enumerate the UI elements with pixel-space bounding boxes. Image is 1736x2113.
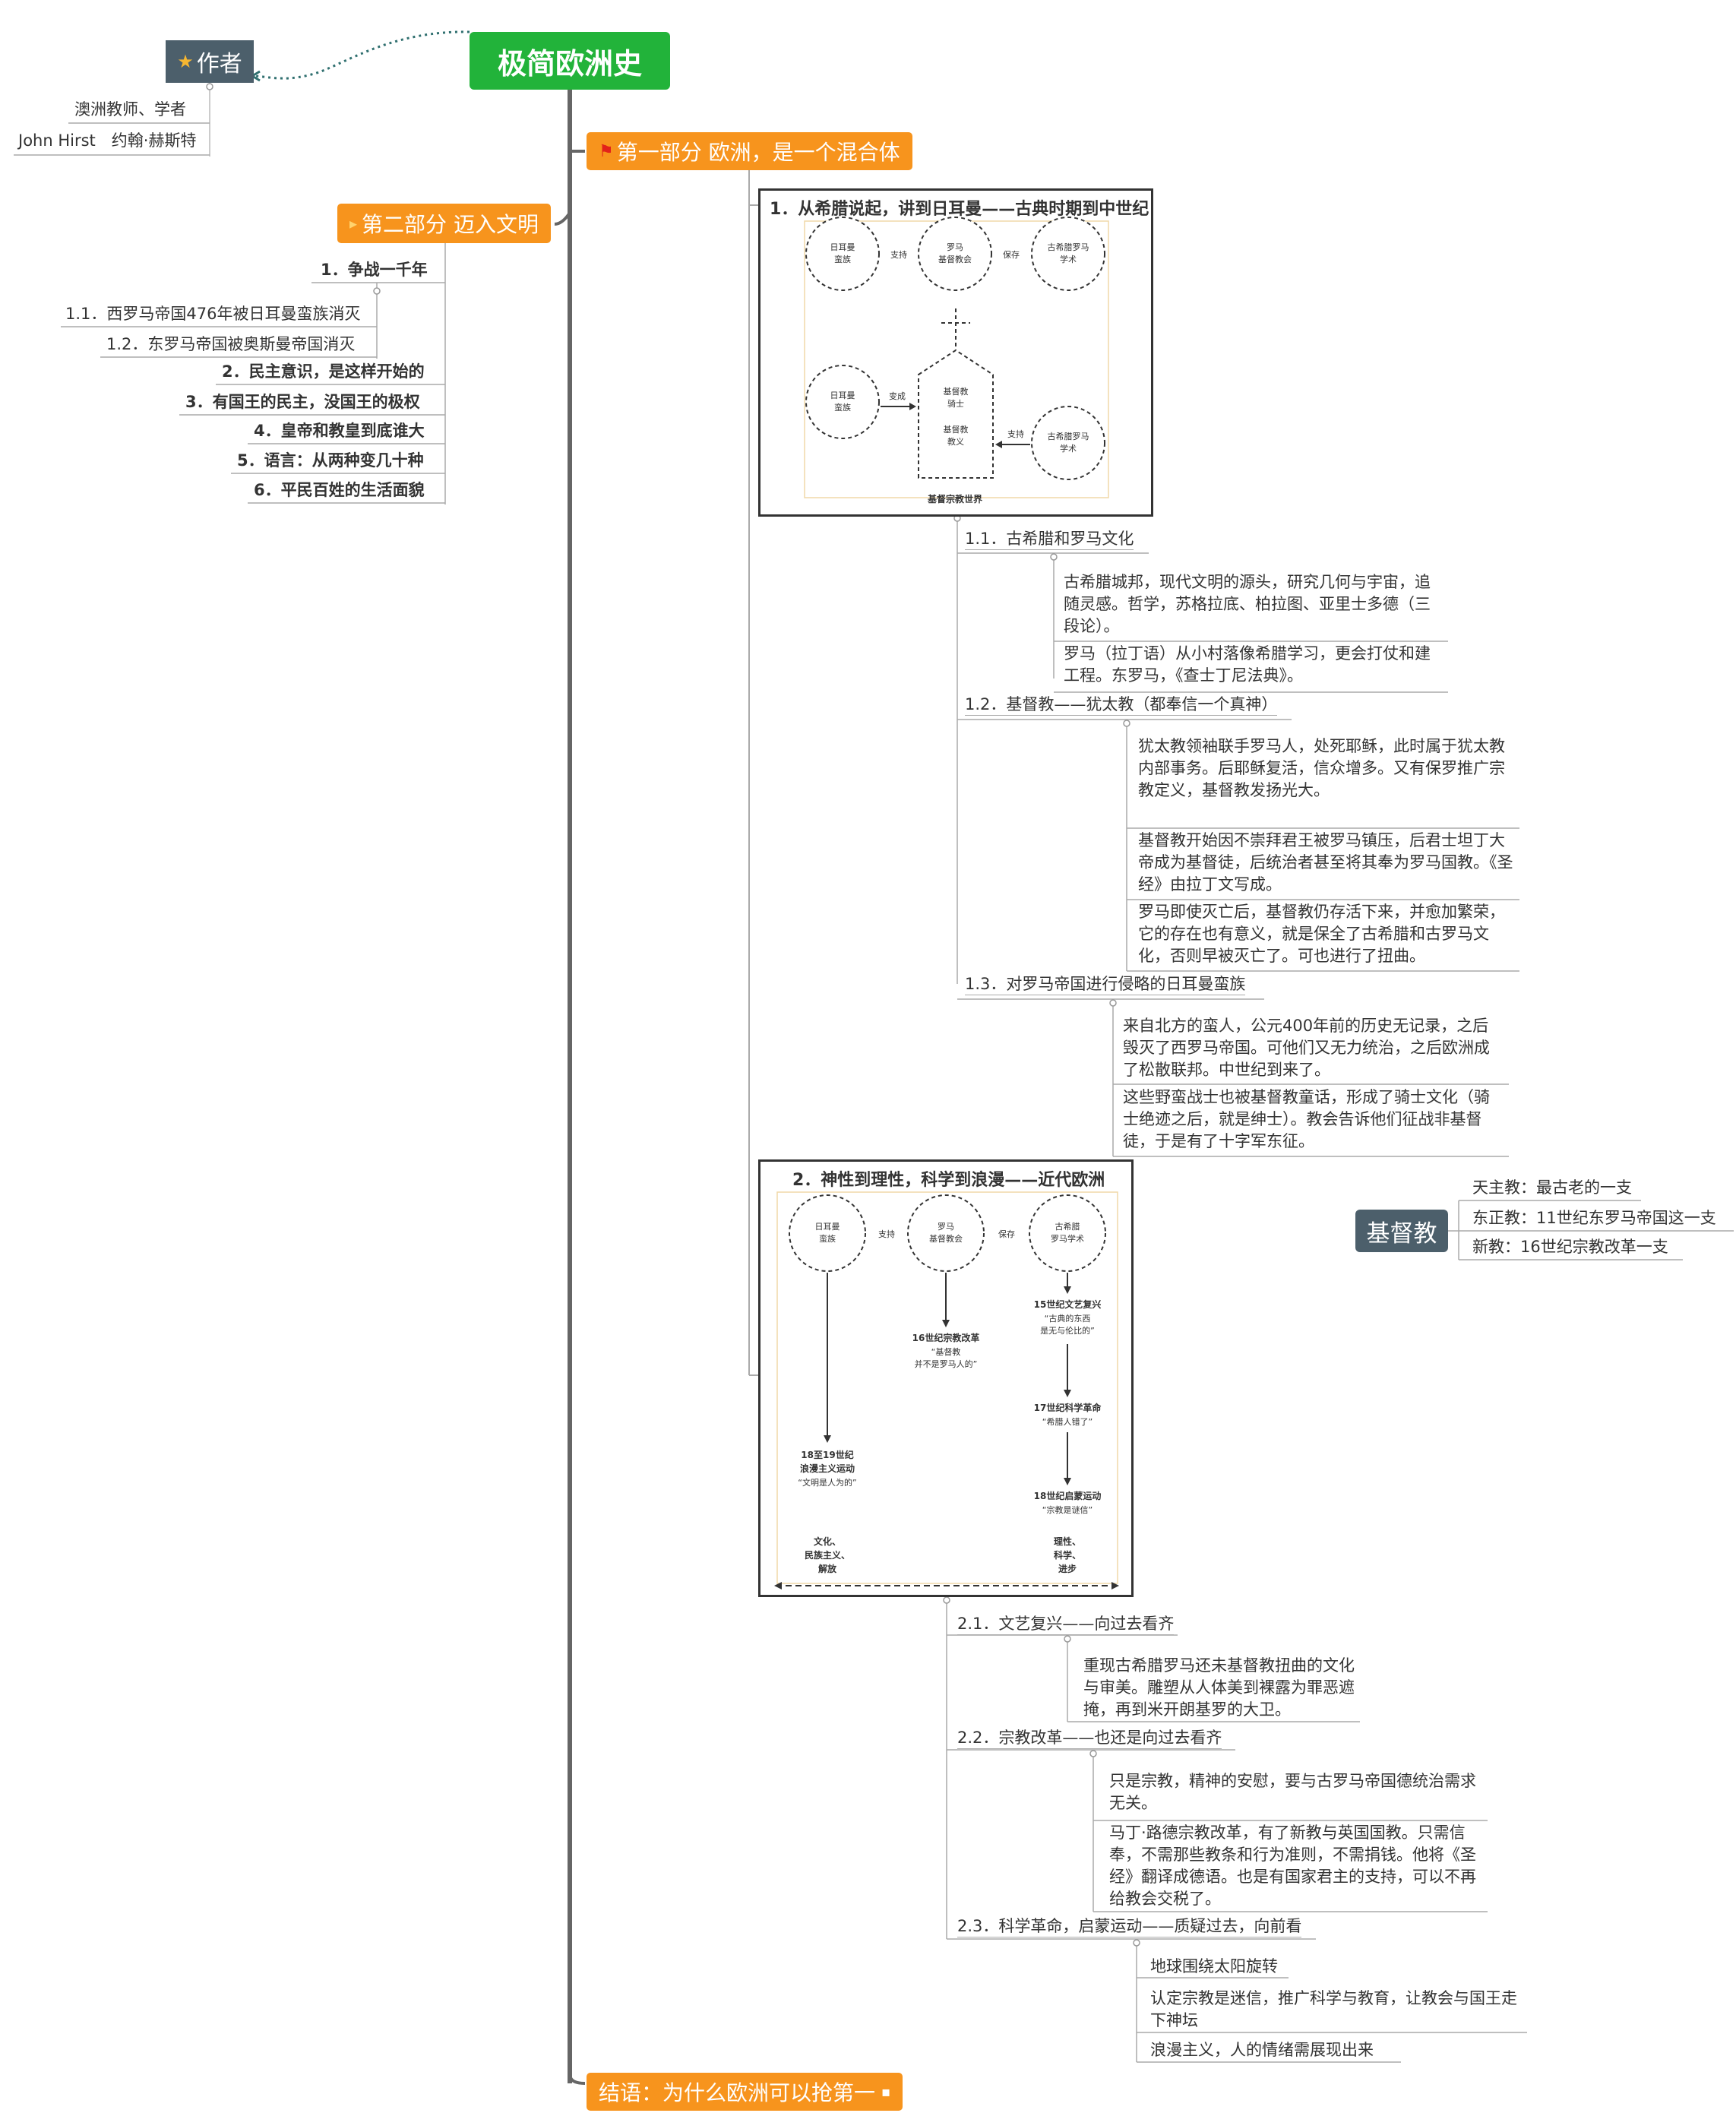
note-leaf[interactable]: 这些野蛮战士也被基督教童话，形成了骑士文化（骑士绝迹之后，就是绅士）。教会告诉他… [1123,1088,1490,1150]
note-leaf[interactable]: 犹太教领袖联手罗马人，处死耶稣，此时属于犹太教内部事务。后耶稣复活，信众增多。又… [1138,737,1505,799]
diagram-label: 解放 [818,1563,837,1574]
diagram-label: 浪漫主义运动 [800,1463,855,1474]
note-leaf[interactable]: 重现古希腊罗马还未基督教扭曲的文化与审美。雕塑从人体美到裸露为罪恶遮掩，再到米开… [1083,1656,1355,1719]
diagram-label: 16世纪宗教改革 [912,1332,980,1343]
part2-item[interactable]: 1.2．东罗马帝国被奥斯曼帝国消灭 [106,335,356,353]
diagram-label: “文明是人为的” [798,1477,856,1488]
diagram-label: 保存 [998,1229,1015,1239]
christianity-item[interactable]: 新教：16世纪宗教改革一支 [1472,1238,1668,1256]
diagram-label: 基督教会 [929,1233,963,1244]
diagram-label: 民族主义、 [805,1549,850,1561]
note-leaf[interactable]: 只是宗教，精神的安慰，要与古罗马帝国德统治需求无关。 [1109,1772,1476,1812]
diagram-label: 蛮族 [834,254,851,264]
part1-topic[interactable]: ⚑ 第一部分 欧洲，是一个混合体 [587,132,912,170]
author-label: 作者 [196,51,242,77]
flag-icon: ⚑ [599,141,614,161]
diagram-label: 理性、 [1054,1536,1081,1547]
diagram-label: 日耳曼 [815,1222,840,1232]
part2-topic[interactable]: ▸ 第二部分 迈入文明 [337,204,551,243]
root-topic[interactable]: 极简欧洲史 [470,32,670,90]
diagram-label: 学术 [1060,443,1077,454]
section1-image-box[interactable]: 1．从希腊说起，讲到日耳曼——古典时期到中世纪 日耳曼 蛮族 罗马 基督教会 古… [758,188,1153,517]
diagram-label: “宗教是谜信” [1042,1504,1093,1515]
diagram-label: 保存 [1003,249,1020,260]
note-leaf[interactable]: 基督教开始因不崇拜君王被罗马镇压，后君士坦丁大帝成为基督徒，后统治者甚至将其奉为… [1138,831,1513,894]
diagram-label: 基督教会 [938,254,972,264]
diagram-label: “古典的东西 [1045,1313,1091,1324]
subtopic-2-1[interactable]: 2.1．文艺复兴——向过去看齐 [957,1614,1175,1636]
subtopic-2-2[interactable]: 2.2．宗教改革——也还是向过去看齐 [957,1728,1222,1750]
diagram-label: 罗马学术 [1051,1233,1084,1244]
diagram-label: 支持 [890,249,907,260]
author-topic[interactable]: ★ 作者 [166,40,254,83]
diagram-label: 日耳曼 [830,242,855,252]
subtopic-1-1[interactable]: 1.1．古希腊和罗马文化 [965,529,1134,551]
section2-diagram: 日耳曼 蛮族 罗马 基督教会 古希腊 罗马学术 支持 保存 15世纪文艺复兴 “… [774,1191,1119,1589]
part2-item[interactable]: 1．争战一千年 [321,261,428,279]
diagram-caption: 基督宗教世界 [927,493,982,505]
part2-item[interactable]: 4．皇帝和教皇到底谁大 [254,422,425,440]
diagram-label: 罗马 [938,1222,954,1232]
diagram-label: 罗马 [947,242,963,252]
section1-diagram: 日耳曼 蛮族 罗马 基督教会 古希腊罗马 学术 支持 保存 基督教 骑士 基督教… [804,217,1109,505]
christianity-item[interactable]: 东正教：11世纪东罗马帝国这一支 [1472,1209,1716,1227]
note-leaf[interactable]: 古希腊城邦，现代文明的源头，研究几何与宇宙，追随灵感。哲学，苏格拉底、柏拉图、亚… [1064,573,1431,635]
diagram-label: 科学、 [1054,1549,1081,1561]
conclusion-topic[interactable]: 结语：为什么欧洲可以抢第一 ▪ [587,2073,903,2111]
part1-label: 第一部分 欧洲，是一个混合体 [616,140,900,165]
star-icon: ★ [177,51,194,72]
part2-item[interactable]: 5．语言：从两种变几十种 [237,451,424,470]
diagram-label: 古希腊 [1055,1221,1080,1232]
section1-title: 1．从希腊说起，讲到日耳曼——古典时期到中世纪 [770,200,1149,219]
subtopic-2-3[interactable]: 2.3．科学革命，启蒙运动——质疑过去，向前看 [957,1916,1302,1938]
note-leaf[interactable]: 罗马即使灭亡后，基督教仍存活下来，并愈加繁荣，它的存在也有意义，就是保全了古希腊… [1138,903,1505,965]
diagram-label: 学术 [1060,254,1077,264]
part2-item[interactable]: 6．平民百姓的生活面貌 [254,481,425,499]
flag-icon: ▸ [349,214,358,232]
diagram-label: 蛮族 [834,402,851,413]
author-item[interactable]: John Hirst 约翰·赫斯特 [18,131,197,150]
diagram-label: 教义 [947,437,964,447]
diagram-label: 骑士 [947,399,964,409]
part2-label: 第二部分 迈入文明 [362,212,539,237]
subtopic-1-2[interactable]: 1.2．基督教——犹太教（都奉信一个真神） [965,694,1278,716]
christianity-topic[interactable]: 基督教 [1355,1210,1448,1252]
note-leaf[interactable]: 来自北方的蛮人，公元400年前的历史无记录，之后毁灭了西罗马帝国。可他们又无力统… [1123,1017,1490,1079]
part2-item[interactable]: 1.1．西罗马帝国476年被日耳曼蛮族消灭 [65,305,361,323]
christianity-item[interactable]: 天主教：最古老的一支 [1472,1178,1632,1197]
diagram-label: 15世纪文艺复兴 [1034,1298,1102,1310]
diagram-label: 文化、 [814,1536,841,1547]
diagram-label: 18世纪启蒙运动 [1034,1490,1102,1501]
diagram-label: 日耳曼 [830,391,855,400]
part2-item[interactable]: 3．有国王的民主，没国王的极权 [185,393,420,411]
diagram-label: 18至19世纪 [801,1449,853,1460]
section2-image-box[interactable]: 2．神性到理性，科学到浪漫——近代欧洲 日耳曼 蛮族 罗马 基督教会 古希腊 罗… [758,1159,1134,1597]
diagram-label: 是无与伦比的” [1040,1325,1095,1336]
note-leaf[interactable]: 罗马（拉丁语）从小村落像希腊学习，更会打仗和建工程。东罗马，《查士丁尼法典》。 [1064,644,1431,685]
subtopic-1-3[interactable]: 1.3．对罗马帝国进行侵略的日耳曼蛮族 [965,974,1246,996]
diagram-label: 蛮族 [819,1233,836,1244]
author-item[interactable]: 澳洲教师、学者 [74,100,186,119]
diagram-label: 变成 [889,391,906,401]
diagram-label: 支持 [878,1229,895,1239]
diagram-label: 支持 [1007,429,1024,439]
section2-title: 2．神性到理性，科学到浪漫——近代欧洲 [792,1171,1105,1190]
diagram-label: 基督教 [944,424,969,435]
note-icon: ▪ [881,2083,891,2100]
diagram-label: 进步 [1058,1563,1077,1574]
note-leaf[interactable]: 马丁·路德宗教改革，有了新教与英国国教。只需信奉，不需那些教条和行为准则，不需捐… [1109,1824,1476,1908]
part2-item[interactable]: 2．民主意识，是这样开始的 [222,362,425,381]
note-leaf[interactable]: 浪漫主义，人的情绪需展现出来 [1150,2041,1374,2059]
conclusion-label: 结语：为什么欧洲可以抢第一 [599,2080,876,2105]
note-leaf[interactable]: 认定宗教是迷信，推广科学与教育，让教会与国王走下神坛 [1150,1989,1517,2029]
diagram-label: 基督教 [944,386,969,397]
diagram-label: “基督教 [931,1346,961,1357]
diagram-label: 古希腊罗马 [1048,242,1089,252]
diagram-label: “希腊人错了” [1042,1416,1093,1427]
note-leaf[interactable]: 地球围绕太阳旋转 [1150,1957,1278,1975]
diagram-label: 17世纪科学革命 [1034,1402,1102,1413]
diagram-label: 并不是罗马人的” [915,1359,978,1369]
diagram-label: 古希腊罗马 [1048,431,1089,441]
